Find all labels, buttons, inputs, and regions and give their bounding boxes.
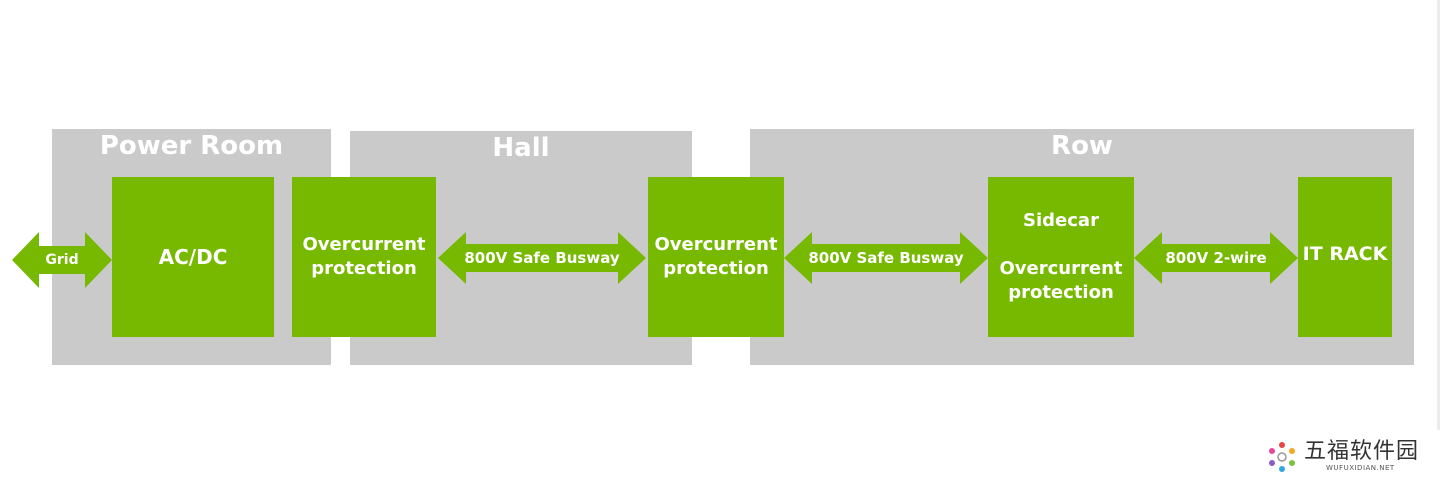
ocp1-line-1: Overcurrent — [302, 234, 426, 255]
ocp2-line-2: protection — [663, 258, 769, 279]
watermark-flower-icon — [1269, 442, 1295, 472]
sidecar-title: Sidecar — [1023, 210, 1099, 231]
right-edge-strip — [1437, 0, 1440, 430]
acdc-label: AC/DC — [158, 245, 228, 269]
watermark-text-en: WUFUXIDIAN.NET — [1326, 464, 1395, 472]
grid-arrow-shape — [12, 232, 112, 288]
sidecar-block: Sidecar Overcurrent protection — [988, 177, 1134, 337]
it-rack-block: IT RACK — [1298, 177, 1392, 337]
overcurrent-protection-block-2: Overcurrent protection — [648, 177, 784, 337]
acdc-block: AC/DC — [112, 177, 274, 337]
two-wire-arrow-shape — [1134, 232, 1298, 284]
busway-arrow-1-shape — [438, 232, 646, 284]
zone-hall-title: Hall — [492, 133, 550, 163]
ocp2-line-1: Overcurrent — [654, 234, 778, 255]
watermark-text-cn: 五福软件园 — [1304, 439, 1420, 464]
ocp1-line-2: protection — [311, 258, 417, 279]
busway-arrow-2-shape — [784, 232, 988, 284]
sidecar-line-1: Overcurrent — [999, 258, 1123, 279]
overcurrent-protection-block-1: Overcurrent protection — [292, 177, 436, 337]
grid-arrow: Grid — [12, 232, 112, 288]
zone-power-room-title: Power Room — [99, 131, 284, 161]
busway-arrow-1: 800V Safe Busway — [438, 232, 646, 284]
busway-arrow-2-label: 800V Safe Busway — [808, 249, 964, 267]
watermark-logo: 五福软件园 WUFUXIDIAN.NET — [1264, 437, 1424, 477]
it-rack-label: IT RACK — [1302, 243, 1388, 265]
busway-arrow-2: 800V Safe Busway — [784, 232, 988, 284]
grid-arrow-label: Grid — [45, 252, 79, 268]
two-wire-arrow: 800V 2-wire — [1134, 232, 1298, 284]
busway-arrow-1-label: 800V Safe Busway — [464, 249, 620, 267]
sidecar-line-2: protection — [1008, 282, 1114, 303]
two-wire-arrow-label: 800V 2-wire — [1165, 249, 1267, 267]
zone-row-title: Row — [1051, 131, 1113, 161]
